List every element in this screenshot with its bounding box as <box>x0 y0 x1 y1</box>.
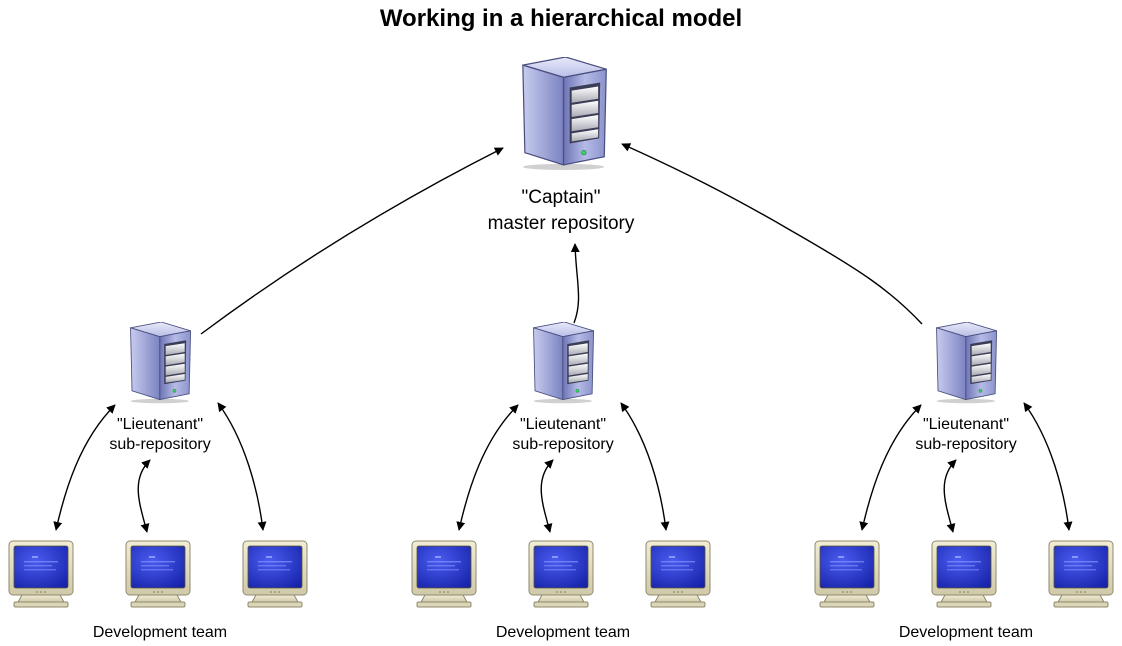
monitor-icon <box>242 540 308 608</box>
arrow-team3-mid <box>943 459 957 533</box>
lieutenant-label-3: "Lieutenant" sub-repository <box>886 415 1046 455</box>
team-label-3: Development team <box>898 624 1034 641</box>
arrow-lieutenant-3-to-captain <box>621 143 923 325</box>
team-label-1: Development team <box>92 624 228 641</box>
lieutenant-server-icon-1 <box>130 322 192 404</box>
lieutenant-label-line2: sub-repository <box>915 436 1017 453</box>
arrow-lieutenant-2-to-captain <box>570 243 580 324</box>
lieutenant-label-line1: "Lieutenant" <box>519 416 607 433</box>
monitor-icon <box>8 540 74 608</box>
lieutenant-label-line2: sub-repository <box>512 436 614 453</box>
monitor-icon <box>411 540 477 608</box>
monitor-icon <box>1048 540 1114 608</box>
team-label-2: Development team <box>495 624 631 641</box>
arrow-team2-left <box>456 404 519 531</box>
lieutenant-label-line2: sub-repository <box>109 436 211 453</box>
captain-server-icon <box>522 57 607 171</box>
diagram-title: Working in a hierarchical model <box>379 5 743 32</box>
monitor-icon <box>528 540 594 608</box>
arrow-team2-mid <box>540 459 554 533</box>
lieutenant-label-1: "Lieutenant" sub-repository <box>80 415 240 455</box>
captain-label-line1: "Captain" <box>521 187 601 208</box>
monitor-icon <box>645 540 711 608</box>
captain-label: "Captain" master repository <box>461 185 661 237</box>
arrow-team2-right <box>620 402 670 531</box>
arrow-team3-left <box>859 404 922 531</box>
lieutenant-server-icon-2 <box>533 322 595 404</box>
monitor-icon <box>125 540 191 608</box>
monitor-icon <box>814 540 880 608</box>
lieutenant-label-line1: "Lieutenant" <box>922 416 1010 433</box>
monitor-icon <box>931 540 997 608</box>
arrow-lieutenant-1-to-captain <box>200 147 504 335</box>
lieutenant-label-2: "Lieutenant" sub-repository <box>483 415 643 455</box>
arrow-team1-left <box>53 404 116 531</box>
arrow-team3-right <box>1023 402 1073 531</box>
arrow-team1-mid <box>137 459 151 533</box>
lieutenant-server-icon-3 <box>936 322 998 404</box>
arrow-team1-right <box>217 402 267 531</box>
lieutenant-label-line1: "Lieutenant" <box>116 416 204 433</box>
captain-label-line2: master repository <box>487 213 635 234</box>
